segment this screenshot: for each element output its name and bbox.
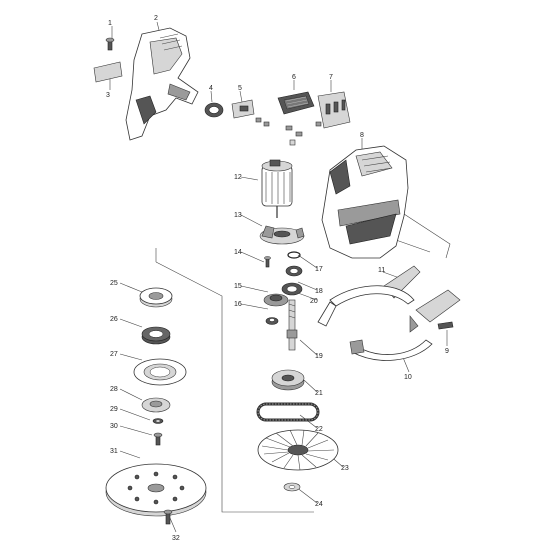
part-22-belt <box>256 402 320 422</box>
part-32-screw <box>163 509 173 525</box>
part-6-controller-board <box>277 91 315 146</box>
part-11-dust-nozzle <box>317 265 421 327</box>
part-1-screw <box>105 37 115 51</box>
part-21-pulley <box>271 369 305 391</box>
callout-31: 31 <box>110 448 118 455</box>
callout-13: 13 <box>234 212 242 219</box>
part-15-fan-hub <box>263 293 289 307</box>
callout-17: 17 <box>315 266 323 273</box>
callout-21: 21 <box>315 390 323 397</box>
part-28-washer <box>141 397 171 413</box>
part-4-seal-ring <box>204 102 224 118</box>
part-13-bracket <box>259 225 305 245</box>
part-25-bearing-box <box>139 287 173 308</box>
callout-23: 23 <box>341 465 349 472</box>
callout-20: 20 <box>310 298 318 305</box>
part-9-screw <box>437 321 454 330</box>
callout-10: 10 <box>404 374 412 381</box>
callout-1: 1 <box>108 20 112 27</box>
callout-18: 18 <box>315 288 323 295</box>
part-31-sanding-pad <box>105 463 207 517</box>
part-12-motor <box>261 159 293 218</box>
callout-28: 28 <box>110 386 118 393</box>
callout-14: 14 <box>234 249 242 256</box>
callout-16: 16 <box>234 301 242 308</box>
part-24-washer <box>283 482 301 492</box>
part-5-switch-plate <box>231 99 270 127</box>
part-14-screw <box>264 256 271 268</box>
part-27-pad-ring <box>133 358 187 386</box>
part-18-bearing <box>285 265 303 277</box>
part-29-small-washer <box>152 418 164 424</box>
callout-4: 4 <box>209 85 213 92</box>
part-3-name-plate <box>93 61 123 83</box>
part-30-screw <box>153 432 163 446</box>
callout-labels: 1 2 3 4 5 6 7 8 9 10 11 12 13 14 15 16 1… <box>106 15 449 542</box>
part-16-nut <box>265 317 279 325</box>
part-7-battery-terminal <box>315 91 351 129</box>
callout-19: 19 <box>315 353 323 360</box>
callout-5: 5 <box>238 85 242 92</box>
callout-15: 15 <box>234 283 242 290</box>
callout-25: 25 <box>110 280 118 287</box>
callout-11: 11 <box>378 267 385 274</box>
callout-24: 24 <box>315 501 323 508</box>
callout-32: 32 <box>172 535 180 542</box>
callout-2: 2 <box>154 15 158 22</box>
part-20-bearing <box>281 282 303 296</box>
assembly-lines <box>155 213 451 513</box>
callout-22: 22 <box>315 426 323 433</box>
callout-26: 26 <box>110 316 118 323</box>
callout-29: 29 <box>110 406 118 413</box>
part-19-spindle-shaft <box>286 299 298 351</box>
callout-27: 27 <box>110 351 118 358</box>
callout-12: 12 <box>234 174 242 181</box>
part-26-bearing <box>141 326 171 345</box>
part-17-retaining-ring <box>287 251 301 259</box>
callout-9: 9 <box>445 348 449 355</box>
callout-8: 8 <box>360 132 364 139</box>
callout-7: 7 <box>329 74 333 81</box>
callout-3: 3 <box>106 92 110 99</box>
callout-6: 6 <box>292 74 296 81</box>
part-2-housing-half <box>125 27 199 141</box>
callout-30: 30 <box>110 423 118 430</box>
part-23-cooling-fan <box>257 429 339 471</box>
part-10-dust-port-clamp <box>349 289 461 361</box>
part-8-motor-housing <box>321 145 409 259</box>
